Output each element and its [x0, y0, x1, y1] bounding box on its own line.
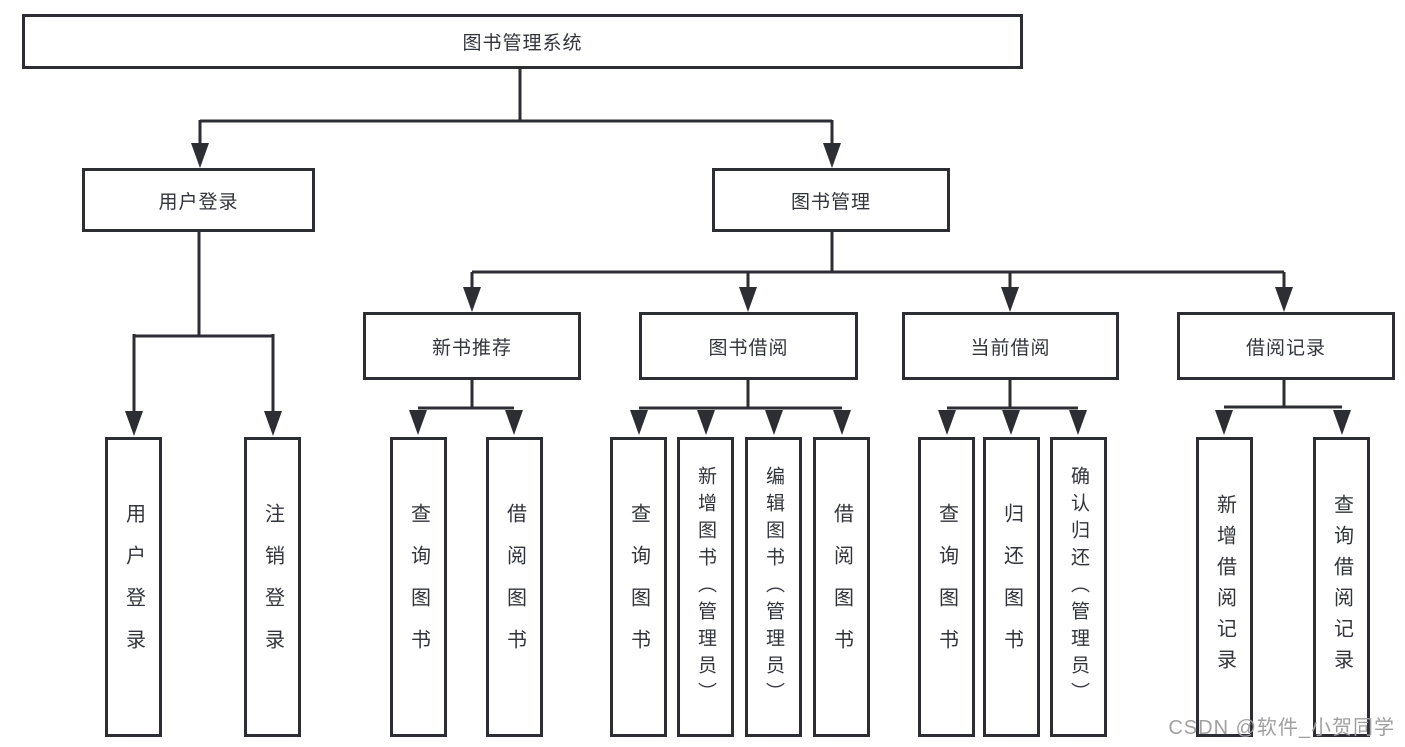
leaf-query-borrow-record-label: 查询借阅记录: [1330, 494, 1353, 680]
leaf-query-books-borrow-label: 查询图书: [627, 503, 650, 671]
leaf-query-books-current: 查询图书: [918, 437, 975, 737]
leaf-query-books-borrow: 查询图书: [610, 437, 667, 737]
leaf-return-book: 归还图书: [983, 437, 1040, 737]
node-new-book-recommend: 新书推荐: [363, 312, 581, 380]
node-new-book-recommend-label: 新书推荐: [431, 337, 512, 359]
leaf-add-borrow-record-label: 新增借阅记录: [1213, 494, 1236, 680]
leaf-edit-book-admin: 编辑图书（管理员）: [745, 437, 802, 737]
leaf-edit-book-admin-label: 编辑图书（管理员）: [763, 465, 784, 709]
leaf-logout-label: 注销登录: [261, 503, 284, 671]
leaf-confirm-return-admin: 确认归还（管理员）: [1050, 437, 1107, 737]
node-book-management: 图书管理: [712, 168, 950, 232]
leaf-query-borrow-record: 查询借阅记录: [1313, 437, 1370, 737]
node-root-label: 图书管理系统: [462, 33, 583, 54]
leaf-return-book-label: 归还图书: [1000, 503, 1023, 671]
leaf-query-books-current-label: 查询图书: [935, 503, 958, 671]
csdn-watermark: CSDN @软件_小贺同学: [1168, 717, 1395, 739]
leaf-borrow-books: 借阅图书: [813, 437, 870, 737]
node-borrow-records: 借阅记录: [1177, 312, 1395, 380]
node-book-management-label: 图书管理: [790, 191, 871, 213]
node-borrow-records-label: 借阅记录: [1245, 337, 1326, 359]
leaf-user-login: 用户登录: [105, 437, 162, 737]
leaf-query-books-recommend-label: 查询图书: [407, 503, 430, 671]
node-current-borrow-label: 当前借阅: [970, 337, 1051, 359]
leaf-logout: 注销登录: [244, 437, 301, 737]
leaf-add-borrow-record: 新增借阅记录: [1196, 437, 1253, 737]
node-user-login-label: 用户登录: [158, 191, 239, 213]
leaf-user-login-label: 用户登录: [122, 503, 145, 671]
leaf-borrow-books-recommend: 借阅图书: [486, 437, 543, 737]
node-root: 图书管理系统: [22, 14, 1023, 69]
node-user-login: 用户登录: [82, 168, 315, 232]
leaf-query-books-recommend: 查询图书: [390, 437, 447, 737]
leaf-borrow-books-label: 借阅图书: [830, 503, 853, 671]
leaf-add-book-admin: 新增图书（管理员）: [677, 437, 734, 737]
node-current-borrow: 当前借阅: [902, 312, 1119, 380]
node-book-borrow: 图书借阅: [639, 312, 858, 380]
node-book-borrow-label: 图书借阅: [708, 337, 789, 359]
leaf-borrow-books-recommend-label: 借阅图书: [503, 503, 526, 671]
leaf-add-book-admin-label: 新增图书（管理员）: [695, 465, 716, 709]
leaf-confirm-return-admin-label: 确认归还（管理员）: [1068, 465, 1089, 709]
